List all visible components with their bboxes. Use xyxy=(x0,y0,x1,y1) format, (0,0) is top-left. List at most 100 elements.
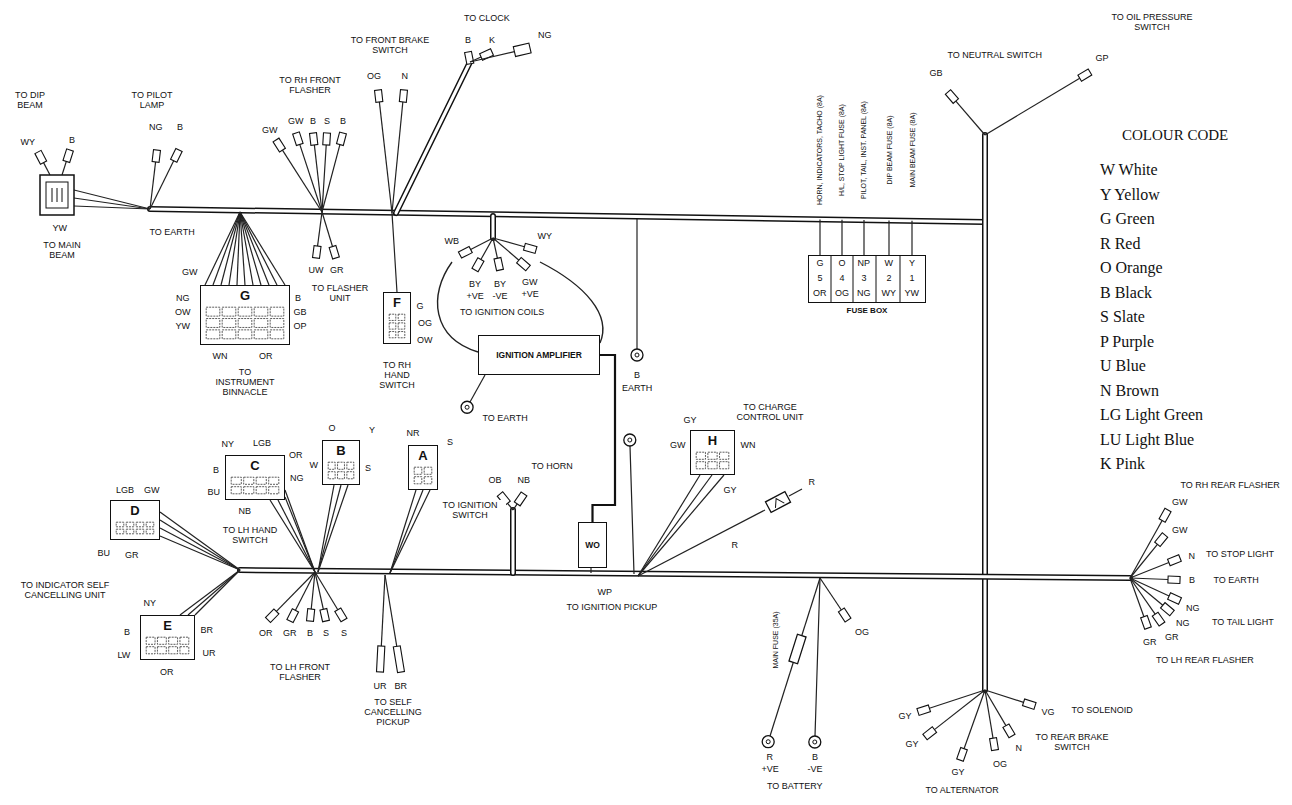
wire xyxy=(195,570,240,615)
wire-colour-code: GY xyxy=(898,711,913,721)
wire-terminal xyxy=(171,148,183,162)
wire-colour-code: +VE xyxy=(761,764,780,774)
wire xyxy=(1130,562,1169,578)
pin-cell xyxy=(347,462,354,469)
wire-colour-code: GW xyxy=(669,440,687,450)
wire-colour-code: B xyxy=(68,135,76,145)
wire xyxy=(318,212,322,246)
wire xyxy=(390,490,423,573)
destination-label: TO INSTRUMENT BINNACLE xyxy=(209,367,281,398)
harness-tube-core xyxy=(396,62,470,213)
pin-cell xyxy=(254,307,268,316)
wire-terminal xyxy=(265,609,278,622)
destination-label: TO EARTH xyxy=(1213,575,1260,585)
destination-label: COLOUR CODE xyxy=(1121,127,1229,144)
destination-label: EARTH xyxy=(621,383,653,393)
wire-colour-code: OR xyxy=(258,628,274,638)
wire xyxy=(390,490,416,573)
wire xyxy=(311,572,315,609)
wire xyxy=(229,212,240,285)
wire-colour-code: GB xyxy=(929,68,944,78)
wire-colour-code: LGB xyxy=(115,485,135,495)
wire-terminal xyxy=(335,608,347,622)
destination-label: TO PILOT LAMP xyxy=(124,90,181,111)
wire xyxy=(285,490,315,572)
wire-colour-code: OG xyxy=(992,759,1008,769)
wire-terminal xyxy=(1141,616,1152,630)
wire xyxy=(392,102,403,213)
legend-entry: G Green xyxy=(1100,210,1155,228)
connector-block: B xyxy=(322,440,360,485)
wire-terminal xyxy=(1159,508,1171,522)
destination-label: TO EARTH xyxy=(482,413,529,423)
inline-connector xyxy=(765,492,790,513)
wire xyxy=(74,190,150,209)
wire-terminal xyxy=(524,243,537,253)
wire-colour-code: Y xyxy=(368,425,376,435)
pin-cell xyxy=(222,307,236,316)
wire-colour-code: W xyxy=(884,258,895,268)
wire-colour-code: OW xyxy=(174,307,192,317)
wire xyxy=(62,161,66,175)
legend-entry: O Orange xyxy=(1100,259,1163,277)
legend-entry: LG Light Green xyxy=(1100,406,1203,424)
wire xyxy=(493,238,524,247)
pin-cell xyxy=(206,307,220,316)
wire xyxy=(513,504,517,510)
wire-colour-code: NR xyxy=(406,428,421,438)
wire xyxy=(318,485,341,572)
wire-terminal xyxy=(945,90,958,104)
harness-tube-core xyxy=(492,216,495,238)
wire-colour-code: GW xyxy=(287,116,305,126)
legend-entry: W White xyxy=(1100,161,1158,179)
destination-label: TO NEUTRAL SWITCH xyxy=(947,50,1044,60)
harness-tube-core xyxy=(984,135,987,690)
wire-colour-code: GR xyxy=(124,550,140,560)
wire-colour-code: VG xyxy=(1041,707,1056,717)
wire-colour-code: R xyxy=(808,477,817,487)
harness-tube xyxy=(396,62,470,213)
wire-colour-code: YW xyxy=(175,321,192,331)
wire-colour-code: BR xyxy=(394,681,409,691)
destination-label: MAIN BEAM FUSE (8A) xyxy=(908,111,916,188)
earth-ring xyxy=(809,736,821,748)
wire xyxy=(638,475,712,576)
wire xyxy=(381,575,385,646)
pin-cell xyxy=(146,529,154,534)
wire-colour-code: GW xyxy=(521,277,539,287)
wire-terminal xyxy=(152,150,160,163)
pin-cell xyxy=(256,477,266,484)
legend-entry: B Black xyxy=(1100,284,1152,302)
wire xyxy=(481,238,493,260)
pin-cell xyxy=(338,472,345,479)
wire-colour-code: OP xyxy=(293,321,308,331)
wire-colour-code: B xyxy=(294,293,302,303)
wire-colour-code: NG xyxy=(1175,618,1191,628)
wire xyxy=(180,570,240,615)
destination-label: TO RH FRONT FLASHER xyxy=(269,75,351,96)
earth-ring-hole xyxy=(766,740,770,744)
earth-ring-hole xyxy=(635,353,639,357)
wire-colour-code: R xyxy=(766,752,775,762)
pin-cell xyxy=(157,637,166,644)
harness-tube xyxy=(240,570,1130,578)
pin-cell xyxy=(398,323,405,329)
wire xyxy=(150,162,156,209)
pin-cell xyxy=(424,467,432,474)
wire-terminal xyxy=(917,705,931,715)
wire-terminal xyxy=(1161,603,1175,616)
wire xyxy=(390,490,430,573)
pin-cell xyxy=(398,332,405,338)
wire xyxy=(590,568,591,573)
wire xyxy=(929,690,985,708)
wire xyxy=(911,221,912,255)
legend-entry: U Blue xyxy=(1100,357,1146,375)
wire-colour-code: B xyxy=(1188,575,1196,585)
wire-colour-code: LGB xyxy=(252,438,272,448)
wire-terminal xyxy=(957,748,968,762)
wire xyxy=(470,52,514,62)
wire-colour-code: BR xyxy=(200,625,215,635)
wire-colour-code: 5 xyxy=(817,273,824,283)
